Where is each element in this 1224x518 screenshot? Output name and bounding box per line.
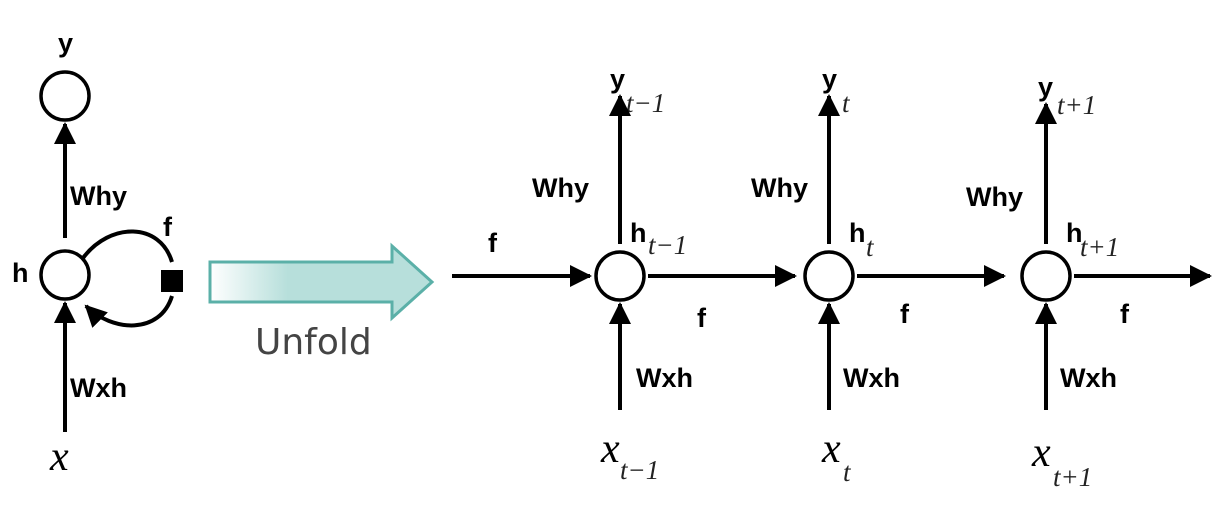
folded-hidden-label: h bbox=[12, 258, 29, 288]
folded-wxh-label: Wxh bbox=[70, 373, 127, 403]
folded-loop-top bbox=[81, 229, 174, 263]
step-1-h-sub: t−1 bbox=[648, 230, 687, 260]
step-1-x-label: x bbox=[600, 426, 620, 472]
folded-why-label: Why bbox=[70, 181, 127, 211]
delay-square bbox=[161, 270, 183, 292]
step-1-wxh-label: Wxh bbox=[636, 363, 693, 393]
step-1-why-label: Why bbox=[532, 173, 589, 203]
step-t: y t Why h t Wxh x t f bbox=[751, 64, 1006, 487]
step-1-y-sub: t−1 bbox=[626, 88, 665, 118]
step-2-f-label: f bbox=[900, 299, 910, 329]
unfold-arrow bbox=[208, 242, 435, 322]
step-2-y-label: y bbox=[822, 64, 837, 94]
step-t-minus-1: y t−1 Why h t−1 Wxh x t−1 f bbox=[532, 64, 797, 485]
step-2-x-label: x bbox=[821, 426, 841, 472]
unfold-arrow-group: Unfold bbox=[208, 242, 435, 363]
step-3-y-label: y bbox=[1038, 72, 1053, 102]
folded-hidden-node bbox=[39, 249, 91, 301]
step-3-h-sub: t+1 bbox=[1080, 232, 1119, 262]
step-2-h-label: h bbox=[849, 218, 866, 248]
folded-recurrence-label: f bbox=[163, 212, 173, 242]
folded-output-label: y bbox=[58, 28, 73, 58]
step-3-f-label: f bbox=[1120, 299, 1130, 329]
folded-loop-bottom bbox=[84, 295, 174, 328]
step-3-wxh-label: Wxh bbox=[1060, 363, 1117, 393]
folded-output-node bbox=[39, 70, 91, 122]
step-3-why-label: Why bbox=[966, 182, 1023, 212]
step-2-y-sub: t bbox=[842, 88, 851, 118]
step-3-h-label: h bbox=[1066, 218, 1083, 248]
step-t-plus-1: y t+1 Why h t+1 Wxh x t+1 f bbox=[966, 72, 1212, 492]
step-2-wxh-label: Wxh bbox=[843, 363, 900, 393]
unrolled-rnn: f y t−1 Why h t−1 Wxh x t−1 f y t Why h … bbox=[452, 64, 1212, 492]
step-1-x-sub: t−1 bbox=[620, 455, 659, 485]
step-2-hidden-node bbox=[803, 250, 855, 302]
unfold-label: Unfold bbox=[255, 322, 372, 363]
step-3-x-label: x bbox=[1031, 430, 1051, 476]
step-2-x-sub: t bbox=[843, 457, 852, 487]
step-2-h-sub: t bbox=[866, 232, 875, 262]
folded-rnn: y Why h f Wxh x bbox=[12, 28, 183, 480]
step-3-y-sub: t+1 bbox=[1057, 90, 1096, 120]
step-1-h-label: h bbox=[630, 218, 647, 248]
step-1-hidden-node bbox=[594, 250, 646, 302]
step-3-x-sub: t+1 bbox=[1053, 462, 1092, 492]
input-f-label: f bbox=[488, 228, 498, 258]
step-3-hidden-node bbox=[1020, 250, 1072, 302]
folded-input-label: x bbox=[49, 434, 69, 480]
step-1-y-label: y bbox=[610, 64, 625, 94]
step-2-why-label: Why bbox=[751, 173, 808, 203]
step-1-f-label: f bbox=[697, 303, 707, 333]
